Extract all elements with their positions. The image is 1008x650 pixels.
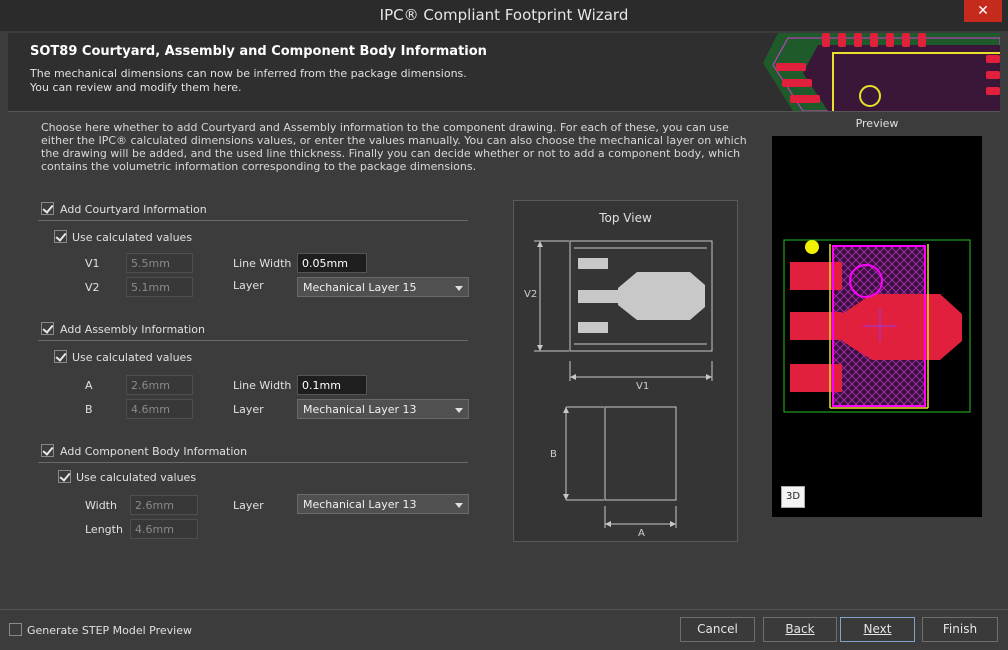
courtyard-layer-label: Layer: [233, 279, 264, 292]
courtyard-use-calculated-label: Use calculated values: [72, 231, 193, 244]
body-layer-select[interactable]: Mechanical Layer 13: [297, 494, 469, 514]
courtyard-title: Add Courtyard Information: [60, 203, 207, 216]
intro-text: Choose here whether to add Courtyard and…: [41, 121, 747, 173]
pcb-banner-image: [758, 33, 1000, 111]
courtyard-layer-select[interactable]: Mechanical Layer 15: [297, 277, 469, 297]
b-label: B: [85, 403, 93, 416]
courtyard-line-width-label: Line Width: [233, 257, 292, 270]
generate-step-checkbox[interactable]: [9, 623, 22, 636]
assembly-layer-value: Mechanical Layer 13: [303, 403, 417, 416]
courtyard-use-calculated-checkbox[interactable]: [54, 230, 67, 243]
v2-field[interactable]: 5.1mm: [126, 277, 193, 297]
back-button[interactable]: Back: [763, 617, 837, 642]
courtyard-line-width-field[interactable]: 0.05mm: [297, 253, 367, 273]
b-field[interactable]: 4.6mm: [126, 399, 193, 419]
body-use-calculated-checkbox[interactable]: [58, 470, 71, 483]
courtyard-checkbox[interactable]: [41, 202, 54, 215]
header-description-line2: You can review and modify them here.: [30, 81, 242, 94]
length-label: Length: [85, 523, 123, 536]
chevron-down-icon: [455, 286, 463, 291]
component-body-checkbox[interactable]: [41, 444, 54, 457]
top-view-panel: Top View: [513, 200, 738, 542]
v1-label: V1: [85, 257, 100, 270]
window-title: IPC® Compliant Footprint Wizard: [379, 6, 629, 24]
header-description-line1: The mechanical dimensions can now be inf…: [30, 67, 467, 80]
v1-field[interactable]: 5.5mm: [126, 253, 193, 273]
preview-canvas[interactable]: 3D: [772, 136, 982, 517]
next-button[interactable]: Next: [840, 617, 915, 642]
a-dimension-label: A: [638, 528, 645, 539]
assembly-line-width-field[interactable]: 0.1mm: [297, 375, 367, 395]
v2-label: V2: [85, 281, 100, 294]
assembly-layer-select[interactable]: Mechanical Layer 13: [297, 399, 469, 419]
cancel-button[interactable]: Cancel: [680, 617, 755, 642]
wizard-header: SOT89 Courtyard, Assembly and Component …: [8, 33, 1000, 111]
header-separator: [8, 111, 1000, 112]
generate-step-label: Generate STEP Model Preview: [27, 624, 192, 637]
assembly-use-calculated-checkbox[interactable]: [54, 350, 67, 363]
width-field[interactable]: 2.6mm: [130, 495, 198, 515]
v1-dimension-label: V1: [636, 381, 650, 392]
preview-title: Preview: [855, 117, 899, 130]
footprint-preview: [783, 239, 971, 413]
chevron-down-icon: [455, 408, 463, 413]
assembly-line-width-label: Line Width: [233, 379, 292, 392]
body-layer-label: Layer: [233, 499, 264, 512]
assembly-title: Add Assembly Information: [60, 323, 205, 336]
body-layer-value: Mechanical Layer 13: [303, 498, 417, 511]
top-view-title: Top View: [599, 211, 652, 225]
page-title: SOT89 Courtyard, Assembly and Component …: [30, 44, 487, 59]
footer-separator: [0, 609, 1008, 610]
assembly-checkbox[interactable]: [41, 322, 54, 335]
v2-dimension-label: V2: [524, 289, 538, 300]
courtyard-layer-value: Mechanical Layer 15: [303, 281, 417, 294]
length-field[interactable]: 4.6mm: [130, 519, 198, 539]
courtyard-divider: [38, 220, 468, 221]
assembly-divider: [38, 340, 468, 341]
chevron-down-icon: [455, 503, 463, 508]
assembly-use-calculated-label: Use calculated values: [72, 351, 193, 364]
title-bar: IPC® Compliant Footprint Wizard ✕: [0, 0, 1008, 31]
finish-button[interactable]: Finish: [922, 617, 998, 642]
component-body-divider: [38, 462, 468, 463]
top-view-diagram: [534, 240, 713, 528]
view-3d-button[interactable]: 3D: [781, 486, 805, 508]
width-label: Width: [85, 499, 117, 512]
close-button[interactable]: ✕: [964, 0, 1002, 22]
component-body-title: Add Component Body Information: [60, 445, 248, 458]
body-use-calculated-label: Use calculated values: [76, 471, 197, 484]
assembly-layer-label: Layer: [233, 403, 264, 416]
b-dimension-label: B: [550, 449, 557, 460]
a-field[interactable]: 2.6mm: [126, 375, 193, 395]
a-label: A: [85, 379, 93, 392]
